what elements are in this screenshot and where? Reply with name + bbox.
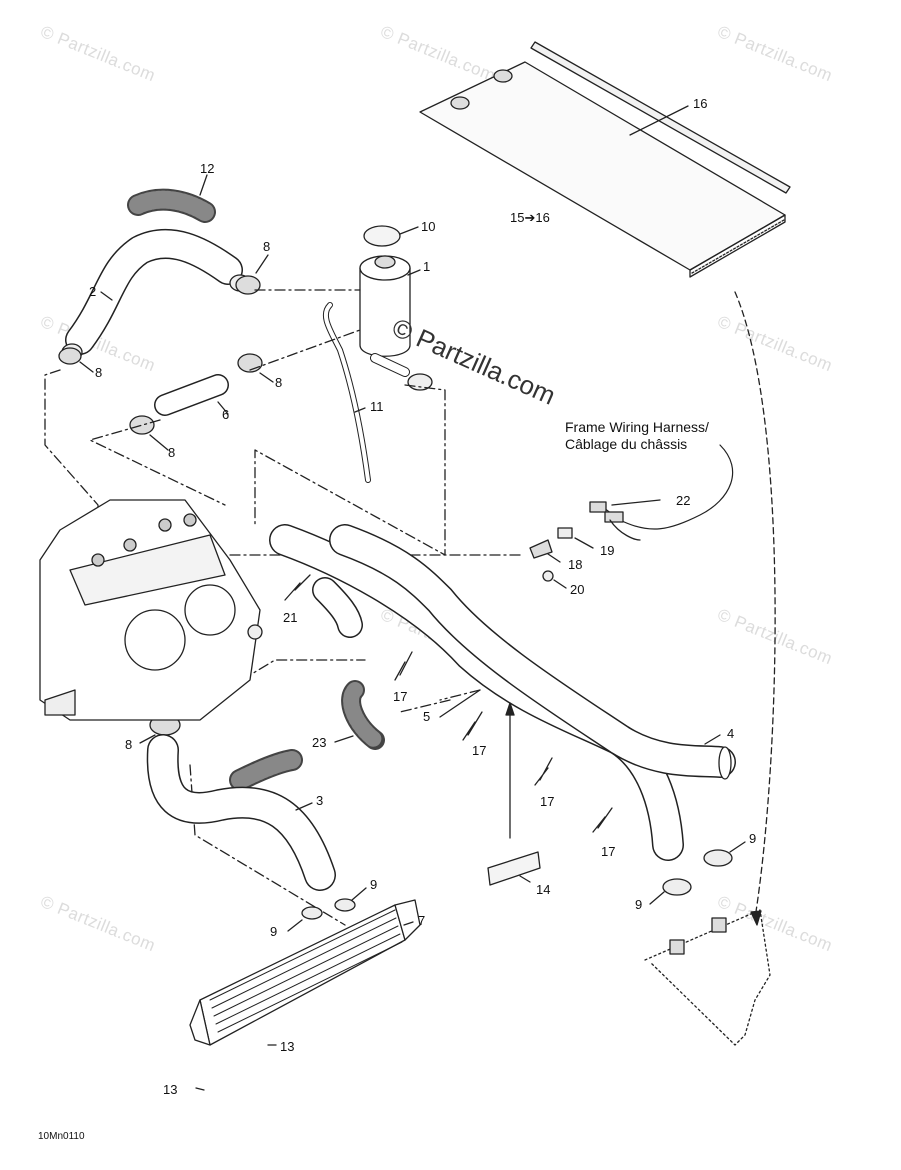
arrow-15-16 <box>734 291 776 919</box>
callout-8: 8 <box>125 737 133 752</box>
connector-19 <box>557 527 573 539</box>
callout-8: 8 <box>263 239 271 254</box>
leader-9c <box>649 891 665 905</box>
callout-17: 17 <box>601 844 616 859</box>
callout-7: 7 <box>418 913 426 928</box>
callout-14: 14 <box>536 882 551 897</box>
leader-2 <box>100 291 113 301</box>
callout-23: 23 <box>312 735 327 750</box>
hose-12 <box>127 188 216 223</box>
callout-5: 5 <box>423 709 431 724</box>
leader-7 <box>403 921 414 926</box>
leader-9d <box>729 841 746 853</box>
grommet-9 <box>301 849 733 920</box>
leader-8d <box>79 361 94 373</box>
leader-8e <box>139 734 156 744</box>
callout-9: 9 <box>635 897 643 912</box>
harness-label: Frame Wiring Harness/ Câblage du châssis <box>565 419 709 453</box>
leader-16 <box>629 105 689 136</box>
fitting <box>669 939 685 955</box>
callout-8: 8 <box>275 375 283 390</box>
hose-lower-elbow <box>312 577 363 638</box>
panel-16 <box>419 41 791 278</box>
callout-4: 4 <box>727 726 735 741</box>
leader-6 <box>217 401 229 415</box>
callout-22: 22 <box>676 493 691 508</box>
leader-14 <box>519 875 531 883</box>
harness-label-line2: Câblage du châssis <box>565 436 688 452</box>
cap-10 <box>363 225 401 247</box>
hose-6 <box>154 374 229 416</box>
screw-13 <box>195 1087 205 1091</box>
callout-11: 11 <box>370 399 384 414</box>
leader-9b <box>351 887 367 901</box>
callout-20: 20 <box>570 582 585 597</box>
callout-3: 3 <box>316 793 324 808</box>
callout-8: 8 <box>95 365 103 380</box>
leader-8c <box>149 434 169 451</box>
leader-11 <box>354 407 366 413</box>
figure-code: 10Mn0110 <box>38 1131 85 1142</box>
cable-tie <box>284 574 613 833</box>
ring-20 <box>542 570 554 582</box>
leader-5 <box>439 689 481 718</box>
callout-17: 17 <box>472 743 487 758</box>
callout-13: 13 <box>163 1082 178 1097</box>
callout-13: 13 <box>280 1039 295 1054</box>
callout-15-16: 15➔16 <box>510 210 550 225</box>
callout-9: 9 <box>749 831 757 846</box>
hose-4 <box>329 524 736 780</box>
callout-16: 16 <box>693 96 708 111</box>
leader-20 <box>553 579 567 589</box>
harness-label-line1: Frame Wiring Harness/ <box>565 419 709 435</box>
hose-3 <box>146 734 336 891</box>
callout-9: 9 <box>370 877 378 892</box>
leader-3 <box>295 802 313 811</box>
leader-19 <box>574 537 594 549</box>
hose-23 <box>229 680 385 791</box>
callout-10: 10 <box>421 219 436 234</box>
leader-22 <box>611 499 661 506</box>
leader-4 <box>704 734 721 745</box>
leader-1 <box>407 269 421 276</box>
callout-21: 21 <box>283 610 298 625</box>
leader-9a <box>287 919 303 932</box>
callout-8: 8 <box>168 445 176 460</box>
callout-12: 12 <box>200 161 215 176</box>
hose-2 <box>61 228 251 361</box>
frame-section <box>644 909 771 1046</box>
callout-1: 1 <box>423 259 431 274</box>
engine <box>39 499 263 721</box>
callout-6: 6 <box>222 407 230 422</box>
sensor-18 <box>529 539 553 559</box>
callout-18: 18 <box>568 557 583 572</box>
heat-exchanger-7 <box>189 899 421 1046</box>
leader-10 <box>399 226 419 235</box>
leader-8a <box>255 254 269 274</box>
harness-22 <box>589 444 734 541</box>
fitting <box>711 917 727 933</box>
leader-8b <box>259 372 274 383</box>
callout-19: 19 <box>600 543 615 558</box>
callout-9: 9 <box>270 924 278 939</box>
callout-17: 17 <box>393 689 408 704</box>
leader-12 <box>199 174 208 196</box>
block-14 <box>487 851 541 886</box>
connection-lines <box>44 289 521 926</box>
callout-17: 17 <box>540 794 555 809</box>
leader-18 <box>547 553 561 563</box>
callout-2: 2 <box>89 284 97 299</box>
leader-23 <box>334 735 354 743</box>
